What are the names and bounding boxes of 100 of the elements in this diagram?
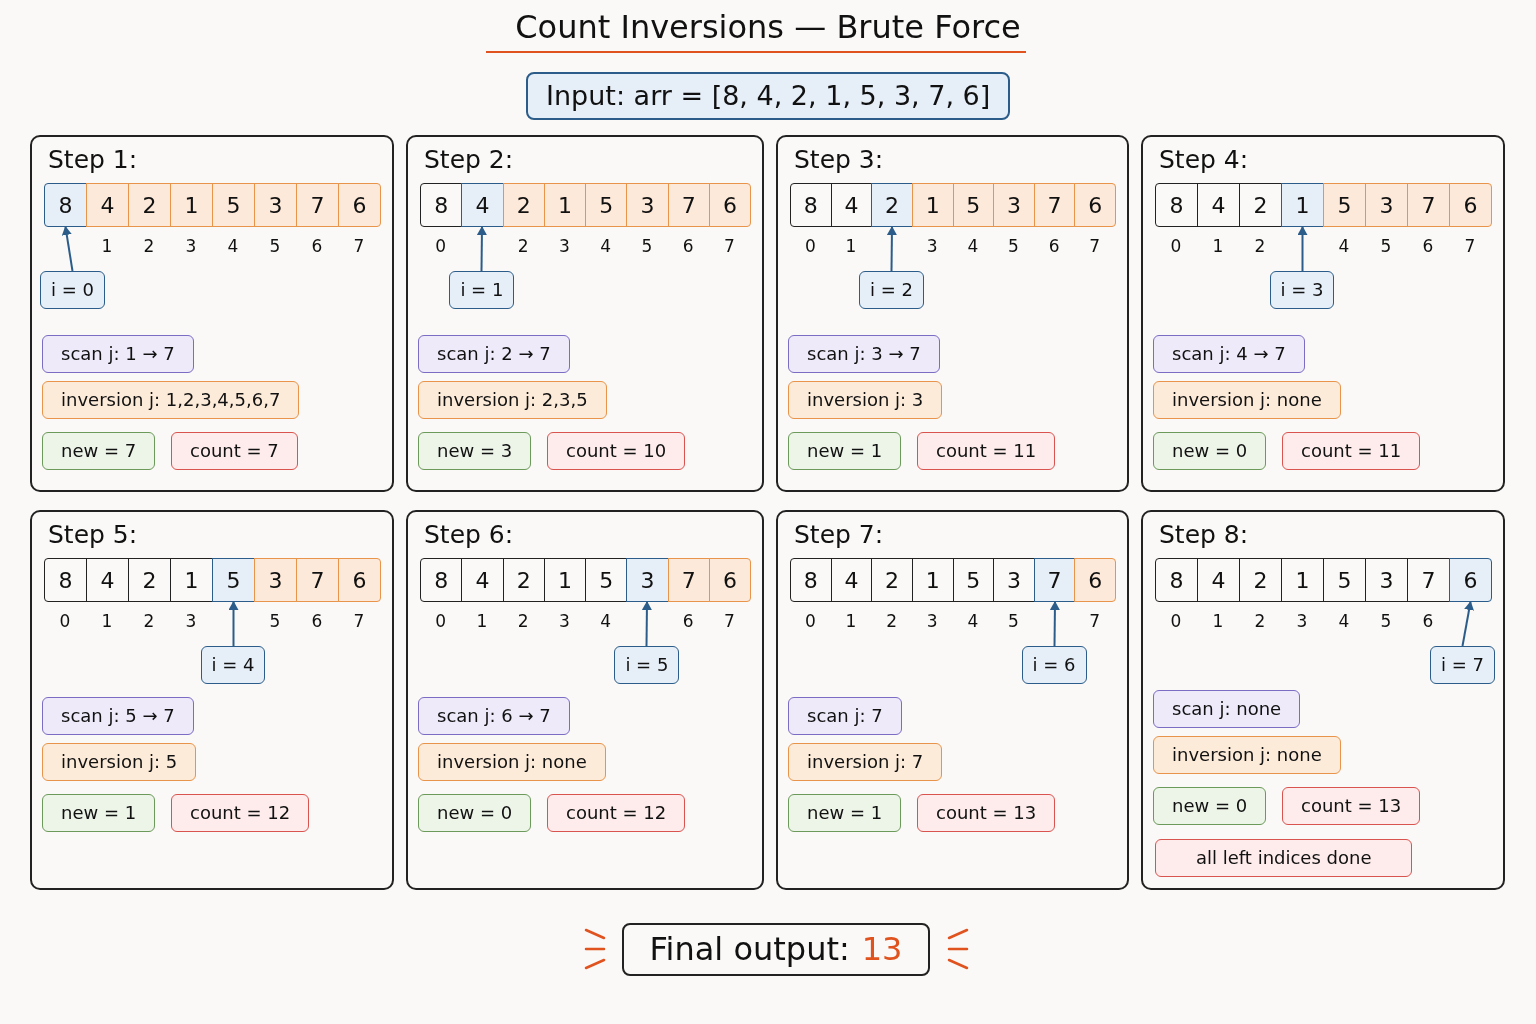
scan-range-box: scan j: 1 → 7 xyxy=(42,335,194,373)
scan-range-box: scan j: 6 → 7 xyxy=(418,697,570,735)
array-cell: 5 xyxy=(585,183,628,227)
index-number: 3 xyxy=(184,236,198,256)
array-cell: 1 xyxy=(170,558,213,602)
step-heading: Step 7: xyxy=(794,520,884,549)
array-cell: 2 xyxy=(128,183,171,227)
array-cell: 8 xyxy=(420,183,463,227)
index-number: 6 xyxy=(310,611,324,631)
array-cell: 2 xyxy=(502,183,545,227)
arrow xyxy=(886,226,897,272)
array-cell: 8 xyxy=(420,558,463,602)
index-number: 2 xyxy=(516,236,530,256)
scan-range-box: scan j: 4 → 7 xyxy=(1153,335,1305,373)
index-number: 1 xyxy=(100,236,114,256)
array-cell: 1 xyxy=(911,558,954,602)
index-number: 0 xyxy=(803,611,817,631)
index-number: 6 xyxy=(310,236,324,256)
arrow xyxy=(1049,601,1060,647)
pointer-box: i = 7 xyxy=(1430,646,1495,684)
array-cell: 1 xyxy=(543,183,586,227)
index-number: 5 xyxy=(1007,236,1020,256)
index-number: 4 xyxy=(599,611,613,631)
array-cell: 5 xyxy=(585,558,628,602)
array-cell: 8 xyxy=(790,183,832,227)
index-number: 5 xyxy=(640,236,654,256)
result-box xyxy=(621,923,931,976)
array-cell: 6 xyxy=(1449,558,1492,602)
array-cell: 6 xyxy=(338,558,381,602)
new-count-box: new = 0 xyxy=(1153,432,1267,470)
index-number: 7 xyxy=(722,611,736,631)
array-cell: 2 xyxy=(871,558,913,602)
array-cell: 4 xyxy=(1197,183,1240,227)
array-cell: 1 xyxy=(911,183,954,227)
array-cell: 8 xyxy=(790,558,832,602)
inversion-box: inversion j: none xyxy=(418,743,606,781)
index-number: 3 xyxy=(925,611,939,631)
array-cell: 2 xyxy=(1239,183,1282,227)
inversion-box: inversion j: 7 xyxy=(788,743,943,781)
step-panel xyxy=(30,510,394,890)
array-cell: 7 xyxy=(1407,558,1450,602)
new-count-box: new = 3 xyxy=(418,432,532,470)
array-cell: 4 xyxy=(830,183,873,227)
index-number: 1 xyxy=(1211,611,1225,631)
new-count-box: new = 0 xyxy=(418,794,532,832)
array-cell: 5 xyxy=(1323,183,1366,227)
array-cell: 1 xyxy=(1281,558,1324,602)
step-heading: Step 5: xyxy=(48,520,138,549)
scan-range-box: scan j: 7 xyxy=(788,697,902,735)
index-number: 7 xyxy=(1088,236,1102,256)
index-number: 7 xyxy=(1088,611,1102,631)
index-number: 7 xyxy=(352,236,366,256)
index-number: 6 xyxy=(1421,236,1435,256)
array-cell: 4 xyxy=(461,183,504,227)
result-label: Final output: xyxy=(649,930,850,968)
array-cell: 3 xyxy=(254,558,297,602)
array-cell: 7 xyxy=(667,183,710,227)
array-cell: 1 xyxy=(1281,183,1324,227)
index-number: 4 xyxy=(226,236,240,256)
index-number: 4 xyxy=(966,611,980,631)
index-number: 2 xyxy=(142,611,156,631)
index-number: 2 xyxy=(142,236,156,256)
arrow xyxy=(476,226,487,272)
array-cell: 5 xyxy=(952,183,995,227)
arrow xyxy=(1461,601,1474,647)
inversion-box: inversion j: none xyxy=(1153,381,1341,419)
array-cell: 8 xyxy=(1155,183,1198,227)
index-number: 7 xyxy=(1463,236,1477,256)
array-cell: 4 xyxy=(86,558,129,602)
array-cell: 4 xyxy=(86,183,129,227)
total-count-box: count = 13 xyxy=(917,794,1056,832)
new-count-box: new = 1 xyxy=(788,432,902,470)
step-heading: Step 6: xyxy=(424,520,514,549)
arrow xyxy=(61,226,74,272)
scan-range-box: scan j: 3 → 7 xyxy=(788,335,940,373)
new-count-box: new = 7 xyxy=(42,432,156,470)
index-number: 0 xyxy=(803,236,817,256)
step-heading: Step 4: xyxy=(1159,145,1249,174)
array-cell: 5 xyxy=(212,558,255,602)
index-number: 2 xyxy=(1253,611,1267,631)
index-number: 4 xyxy=(966,236,980,256)
index-number: 3 xyxy=(184,611,198,631)
index-number: 4 xyxy=(1337,611,1351,631)
index-number: 1 xyxy=(844,236,858,256)
pointer-box: i = 0 xyxy=(40,271,105,309)
array-cell: 3 xyxy=(1365,558,1408,602)
index-number: 1 xyxy=(100,611,114,631)
inversion-box: inversion j: 2,3,5 xyxy=(418,381,607,419)
array-cell: 2 xyxy=(128,558,171,602)
step-heading: Step 8: xyxy=(1159,520,1249,549)
array-cell: 7 xyxy=(296,183,339,227)
step-heading: Step 3: xyxy=(794,145,884,174)
arrow xyxy=(228,601,239,647)
pointer-box: i = 3 xyxy=(1269,271,1335,309)
array-cell: 6 xyxy=(1074,558,1116,602)
array-cell: 1 xyxy=(170,183,213,227)
index-number: 0 xyxy=(434,611,448,631)
index-number: 0 xyxy=(434,236,448,256)
array-cell: 3 xyxy=(993,558,1035,602)
step-panel xyxy=(406,510,764,890)
